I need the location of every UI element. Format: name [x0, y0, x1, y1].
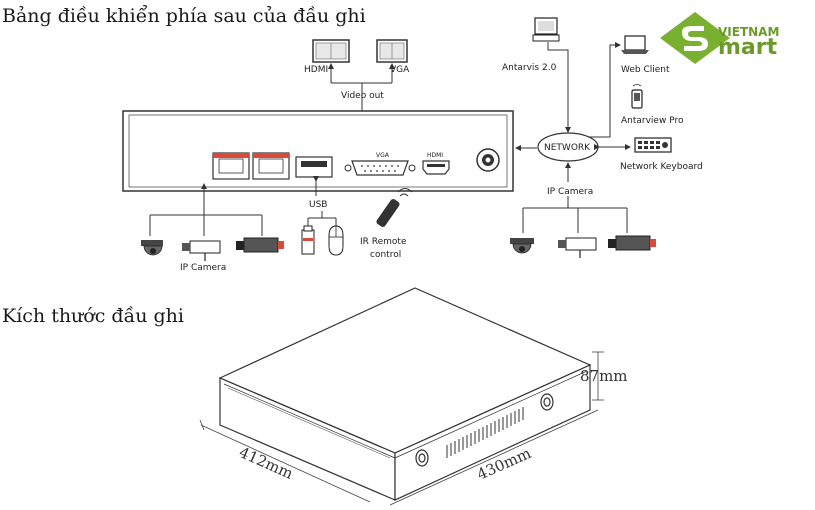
lan-port-icon: [252, 152, 290, 180]
hdmi-monitor-label: HDMI: [304, 65, 328, 75]
dome-camera-icon: [510, 238, 534, 254]
lan-port-icon: [212, 152, 250, 180]
rear-panel-heading: Bảng điều khiển phía sau của đầu ghi: [2, 5, 366, 27]
dimension-lines: [199, 351, 604, 506]
network-keyboard-icon: [634, 137, 672, 153]
mobile-phone-icon: [631, 84, 643, 109]
nvr-isometric-drawing: [218, 287, 592, 501]
vga-monitor-icon: [376, 39, 408, 63]
box-camera-icon: [236, 237, 284, 253]
antarview-label: Antarview Pro: [621, 116, 684, 126]
box-camera-icon: [608, 235, 656, 251]
hdmi-port-icon: HDMI: [422, 152, 450, 175]
network-keyboard-label: Network Keyboard: [620, 162, 703, 172]
ir-remote-label-line2: control: [370, 250, 401, 260]
hdmi-monitor-icon: [312, 39, 350, 63]
vga-monitor-label: VGA: [390, 65, 410, 75]
mouse-icon: [328, 225, 344, 256]
ip-camera-right-label: IP Camera: [547, 187, 593, 197]
usb-label: USB: [309, 200, 327, 210]
nvr-rear-panel: [122, 110, 514, 192]
usb-port-icon: [295, 156, 333, 178]
logo-line2: mart: [718, 35, 778, 60]
ir-remote-label-line1: IR Remote: [360, 237, 407, 247]
logo-line1: VIETNAM: [718, 25, 779, 39]
dome-camera-icon: [141, 240, 163, 256]
network-label: NETWORK: [544, 143, 591, 153]
power-connector-icon: [476, 148, 500, 172]
height-dimension: 87mm: [580, 367, 628, 385]
video-out-label: Video out: [341, 91, 384, 101]
ip-camera-left-label: IP Camera: [180, 263, 226, 273]
laptop-icon: [621, 35, 649, 54]
hdmi-port-label: HDMI: [427, 152, 443, 159]
dimensions-heading: Kích thước đầu ghi: [2, 305, 184, 327]
usb-drive-icon: [301, 225, 315, 255]
web-client-label: Web Client: [621, 65, 670, 75]
ir-remote-icon: [376, 188, 413, 227]
desktop-pc-icon: [532, 17, 560, 42]
vga-port-icon: VGA: [344, 152, 416, 176]
vietnam-smart-logo: VIETNAM mart: [660, 12, 779, 64]
bullet-camera-icon: [558, 237, 597, 258]
antarvis-label: Antarvis 2.0: [502, 63, 557, 73]
bullet-camera-icon: [182, 240, 221, 261]
vga-port-label: VGA: [376, 152, 390, 159]
